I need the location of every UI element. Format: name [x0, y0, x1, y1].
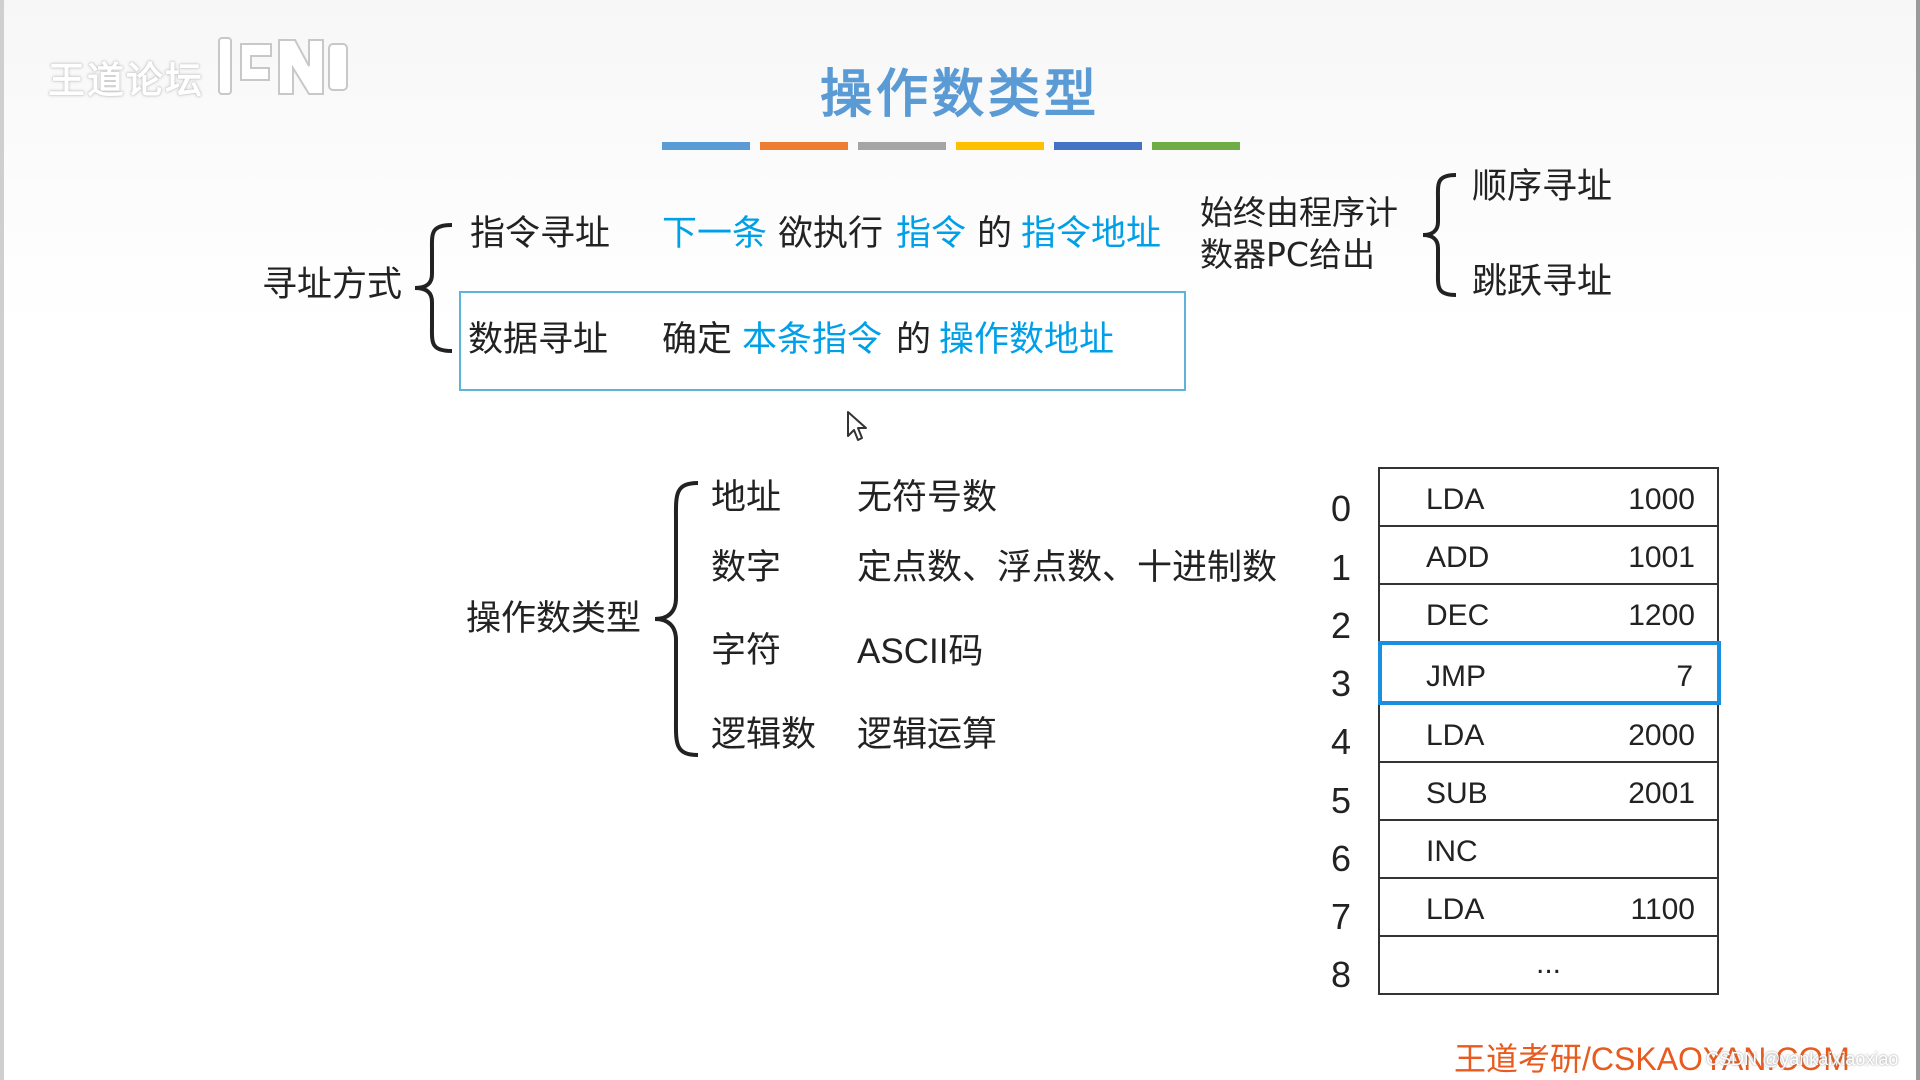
memory-op: LDA: [1426, 893, 1485, 926]
left-edge: [0, 0, 4, 1080]
operand-types-brace: [654, 481, 699, 757]
watermark-text: 王道论坛: [48, 59, 204, 102]
memory-row: LDA 1100: [1380, 879, 1717, 937]
addressing-brace: [414, 223, 453, 353]
memory-op: LDA: [1426, 483, 1485, 516]
memory-row: ADD 1001: [1380, 527, 1717, 585]
instruction-address: 指令地址: [1021, 214, 1162, 254]
color-strip-segment: [760, 142, 848, 150]
operand-type-logic: 逻辑数: [711, 715, 817, 755]
sequential-addressing: 顺序寻址: [1472, 167, 1613, 207]
memory-index: 4: [1330, 721, 1352, 762]
memory-op: JMP: [1426, 660, 1486, 693]
memory-index: 0: [1330, 488, 1352, 529]
data-of: 的: [896, 320, 932, 360]
memory-addr: 1100: [1630, 893, 1695, 926]
memory-index: 3: [1330, 663, 1352, 704]
memory-row: INC: [1380, 821, 1717, 879]
instruction-addressing-label: 指令寻址: [470, 214, 611, 254]
memory-index: 1: [1330, 547, 1352, 588]
color-strip-segment: [1152, 142, 1240, 150]
memory-op: ADD: [1426, 541, 1490, 574]
instruction-word: 指令: [896, 214, 967, 254]
watermark-logo: [218, 37, 348, 95]
operand-type-character: 字符: [711, 631, 782, 671]
memory-addr: 1000: [1628, 483, 1695, 516]
pc-note-line1: 始终由程序计: [1200, 193, 1398, 232]
memory-index: 6: [1330, 838, 1352, 879]
operand-type-character-desc: ASCII码: [857, 632, 984, 671]
memory-row: LDA 1000: [1380, 469, 1717, 527]
memory-row-highlighted: JMP 7: [1378, 641, 1721, 705]
pc-brace: [1422, 173, 1457, 297]
jump-addressing: 跳跃寻址: [1472, 262, 1613, 302]
operand-types-root-label: 操作数类型: [466, 599, 642, 639]
color-strip-segment: [858, 142, 946, 150]
memory-op: LDA: [1426, 719, 1485, 752]
instruction-to-execute: 欲执行: [778, 214, 884, 254]
memory-op: INC: [1426, 835, 1478, 868]
memory-row-ellipsis: ...: [1380, 937, 1717, 995]
operand-type-logic-desc: 逻辑运算: [857, 715, 998, 755]
memory-addr: 2001: [1628, 777, 1695, 810]
memory-addr: 1200: [1628, 599, 1695, 632]
footer-credit: CSDN @yankaixiaoxiao: [1706, 1049, 1899, 1069]
memory-row: DEC 1200: [1380, 585, 1717, 643]
color-strip-segment: [662, 142, 750, 150]
memory-op: SUB: [1426, 777, 1488, 810]
memory-index: 7: [1330, 896, 1352, 937]
operand-type-address-desc: 无符号数: [857, 478, 998, 518]
operand-type-number-desc: 定点数、浮点数、十进制数: [857, 548, 1278, 588]
memory-row: LDA 2000: [1380, 705, 1717, 763]
memory-table: LDA 1000 ADD 1001 DEC 1200 JMP 7 LDA 200…: [1378, 467, 1721, 995]
color-strip: [662, 142, 1240, 150]
data-determine: 确定: [662, 320, 733, 360]
memory-ellipsis: ...: [1535, 947, 1561, 980]
mouse-cursor-icon: [847, 411, 867, 441]
right-edge: [1916, 0, 1920, 1080]
pc-note-line2: 数器PC给出: [1200, 235, 1375, 274]
color-strip-segment: [1054, 142, 1142, 150]
addressing-root-label: 寻址方式: [262, 265, 403, 305]
data-this-instruction: 本条指令: [742, 320, 883, 360]
memory-addr: 2000: [1628, 719, 1695, 752]
instruction-of: 的: [977, 214, 1013, 254]
memory-row: SUB 2001: [1380, 763, 1717, 821]
data-operand-address: 操作数地址: [939, 320, 1115, 360]
memory-index: 2: [1330, 605, 1352, 646]
color-strip-segment: [956, 142, 1044, 150]
instruction-next: 下一条: [662, 214, 768, 254]
memory-addr: 7: [1676, 660, 1693, 693]
memory-addr: 1001: [1628, 541, 1695, 574]
memory-op: DEC: [1426, 599, 1490, 632]
memory-index: 5: [1330, 780, 1352, 821]
operand-type-address: 地址: [711, 478, 782, 518]
footer-brand: 王道考研/CSKAOYAN.COM: [1454, 1041, 1850, 1077]
data-addressing-label: 数据寻址: [468, 320, 609, 360]
page-title: 操作数类型: [819, 65, 1100, 125]
data-addressing-box: [459, 291, 1186, 391]
operand-type-number: 数字: [711, 548, 782, 588]
memory-index: 8: [1330, 954, 1352, 995]
